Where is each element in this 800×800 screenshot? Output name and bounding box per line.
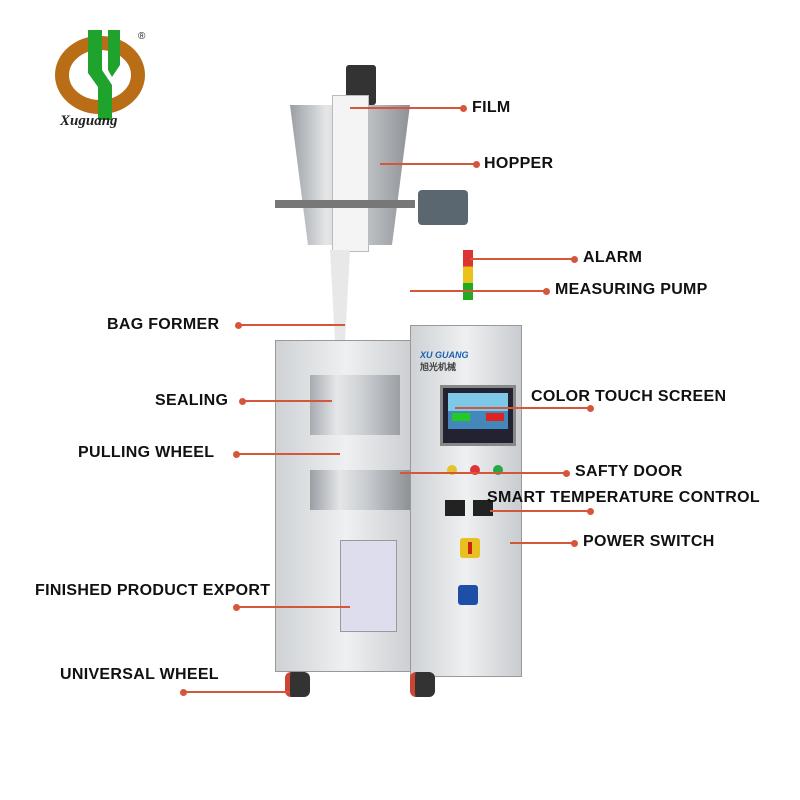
touch-screen[interactable] <box>440 385 516 446</box>
indicator-lights <box>440 465 510 477</box>
label-film: FILM <box>472 99 511 116</box>
svg-text:®: ® <box>138 31 146 42</box>
label-alarm: ALARM <box>583 249 643 266</box>
machine: XU GUANG 旭光机械 <box>270 60 530 700</box>
discharge-chute <box>340 540 397 632</box>
socket <box>458 585 478 605</box>
control-cabinet <box>410 325 522 677</box>
gear-motor <box>418 190 468 225</box>
brand-logo: ® Xuguang <box>50 25 160 130</box>
label-sealing: SEALING <box>155 392 229 409</box>
label-safty-door: SAFTY DOOR <box>575 463 683 480</box>
label-pulling-wheel: PULLING WHEEL <box>78 444 215 461</box>
label-hopper: HOPPER <box>484 155 554 172</box>
label-measuring-pump: MEASURING PUMP <box>555 281 708 298</box>
label-smart-temperature-control: SMART TEMPERATURE CONTROL <box>487 489 760 506</box>
wheel-right <box>410 672 435 697</box>
wheel-left <box>285 672 310 697</box>
panel-brand: XU GUANG 旭光机械 <box>420 350 469 372</box>
power-switch[interactable] <box>460 538 480 558</box>
label-power-switch: POWER SWITCH <box>583 533 715 550</box>
alarm-light <box>463 250 473 300</box>
label-finished-product-export: FINISHED PRODUCT EXPORT <box>35 582 271 599</box>
label-color-touch-screen: COLOR TOUCH SCREEN <box>531 388 727 405</box>
label-bag-former: BAG FORMER <box>107 316 220 333</box>
sealing-jaws <box>310 375 400 435</box>
label-universal-wheel: UNIVERSAL WHEEL <box>60 666 219 683</box>
film-roll <box>332 95 369 252</box>
svg-text:Xuguang: Xuguang <box>59 113 118 129</box>
temperature-controllers <box>445 500 500 516</box>
pulling-wheels <box>310 470 410 510</box>
